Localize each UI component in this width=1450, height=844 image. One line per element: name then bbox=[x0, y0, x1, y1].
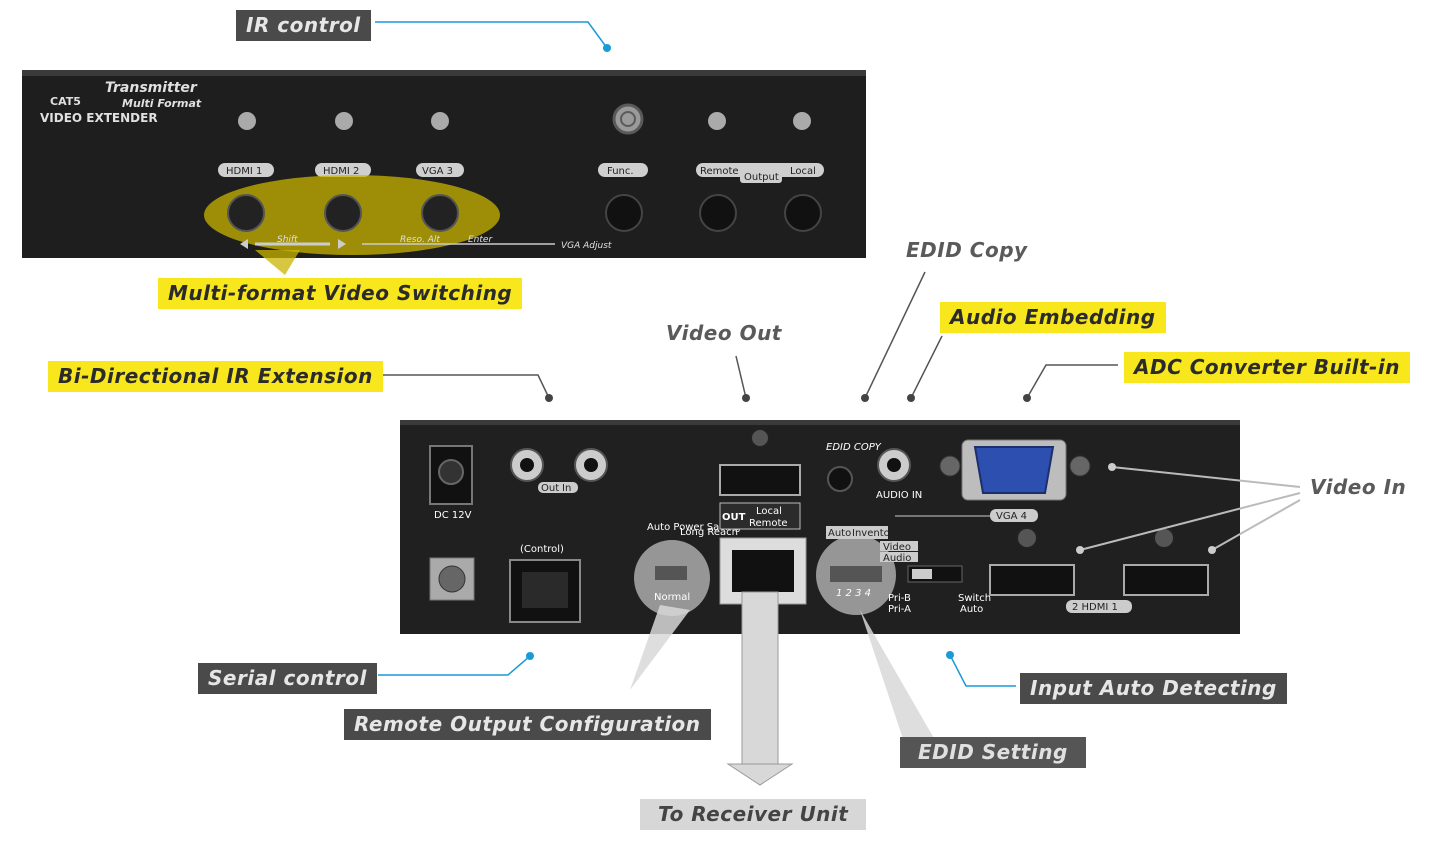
label-auto-power-saving: Auto Power Saving bbox=[647, 522, 741, 533]
callout-bi-directional-ir: Bi-Directional IR Extension bbox=[48, 361, 383, 392]
label-vga-adjust: VGA Adjust bbox=[561, 241, 612, 251]
label-hdmi1: HDMI 1 bbox=[226, 166, 262, 177]
label-reso-alt: Reso. Alt bbox=[400, 235, 440, 245]
brand-cat5: CAT5 bbox=[50, 95, 81, 108]
blue-leaders bbox=[375, 21, 1016, 687]
label-pri-a: Pri-A bbox=[888, 604, 911, 615]
callout-input-auto-detecting: Input Auto Detecting bbox=[1020, 673, 1287, 704]
remote-button bbox=[699, 194, 737, 232]
led-local bbox=[793, 112, 811, 130]
label-inventory: Inventory bbox=[852, 528, 900, 539]
label-switch: Switch bbox=[958, 593, 991, 604]
video-in-leaders bbox=[1079, 466, 1301, 551]
callout-ir-control: IR control bbox=[236, 10, 371, 41]
gray-leaders bbox=[378, 271, 1118, 399]
callout-adc-converter: ADC Converter Built-in bbox=[1124, 352, 1410, 383]
callout-edid-setting: EDID Setting bbox=[900, 737, 1086, 768]
label-long-reach: Long Reach bbox=[680, 527, 738, 538]
label-hdmi-inputs: 2 HDMI 1 bbox=[1072, 602, 1118, 613]
hdmi1-button bbox=[227, 194, 265, 232]
label-func: Func. bbox=[607, 166, 634, 177]
label-enter: Enter bbox=[468, 235, 493, 245]
callout-video-out: Video Out bbox=[666, 321, 782, 345]
label-remote-rear: Remote bbox=[749, 518, 788, 529]
callout-video-in: Video In bbox=[1310, 475, 1407, 499]
label-control: (Control) bbox=[520, 544, 564, 555]
label-remote: Remote bbox=[700, 166, 739, 177]
label-ir-out: Out bbox=[541, 483, 559, 494]
callout-remote-output-config: Remote Output Configuration bbox=[344, 709, 711, 740]
brand-multi-format: Multi Format bbox=[122, 97, 202, 110]
label-shift: Shift bbox=[277, 235, 298, 245]
callout-to-receiver: To Receiver Unit bbox=[640, 799, 867, 830]
rear-panel: DC 12V Out In (Control) Auto Power Savin… bbox=[400, 420, 1240, 745]
down-arrow-icon bbox=[726, 591, 794, 786]
hdmi2-button bbox=[324, 194, 362, 232]
label-pri-b: Pri-B bbox=[888, 593, 911, 604]
label-local: Local bbox=[790, 166, 816, 177]
callout-multi-format: Multi-format Video Switching bbox=[158, 278, 523, 309]
led-vga3 bbox=[431, 112, 449, 130]
front-panel: Transmitter CAT5 Multi Format VIDEO EXTE… bbox=[22, 70, 866, 275]
func-button bbox=[605, 194, 643, 232]
label-local-rear: Local bbox=[756, 506, 782, 517]
label-auto2: Auto bbox=[960, 604, 983, 615]
callout-edid-copy: EDID Copy bbox=[906, 238, 1028, 262]
label-vga3: VGA 3 bbox=[422, 166, 453, 177]
brand-video-extender: VIDEO EXTENDER bbox=[40, 111, 158, 125]
hdmi2-in-port bbox=[989, 564, 1075, 596]
led-hdmi1 bbox=[238, 112, 256, 130]
label-video-dip: Video bbox=[883, 542, 911, 553]
ir-sensor-icon bbox=[612, 103, 644, 135]
label-audio-in: AUDIO IN bbox=[876, 490, 922, 501]
local-button bbox=[784, 194, 822, 232]
label-normal: Normal bbox=[654, 592, 690, 603]
label-dip-numbers: 1 2 3 4 bbox=[836, 588, 871, 599]
brand-transmitter: Transmitter bbox=[105, 80, 198, 96]
edid-copy-button bbox=[827, 466, 853, 492]
edid-dip-switch bbox=[830, 566, 882, 582]
hdmi1-in-port bbox=[1123, 564, 1209, 596]
callout-serial-control: Serial control bbox=[198, 663, 377, 694]
label-vga4: VGA 4 bbox=[996, 511, 1027, 522]
hdmi-out-port bbox=[719, 464, 801, 496]
label-auto: Auto bbox=[828, 528, 851, 539]
callout-audio-embedding: Audio Embedding bbox=[940, 302, 1166, 333]
label-output: Output bbox=[744, 172, 779, 183]
label-hdmi2: HDMI 2 bbox=[323, 166, 359, 177]
vga3-button bbox=[421, 194, 459, 232]
led-hdmi2 bbox=[335, 112, 353, 130]
label-edid-copy: EDID COPY bbox=[826, 442, 882, 453]
label-audio-dip: Audio bbox=[883, 553, 911, 564]
label-out: OUT bbox=[722, 512, 746, 523]
led-remote bbox=[708, 112, 726, 130]
label-dc12v: DC 12V bbox=[434, 510, 472, 521]
label-ir-in: In bbox=[562, 483, 571, 494]
